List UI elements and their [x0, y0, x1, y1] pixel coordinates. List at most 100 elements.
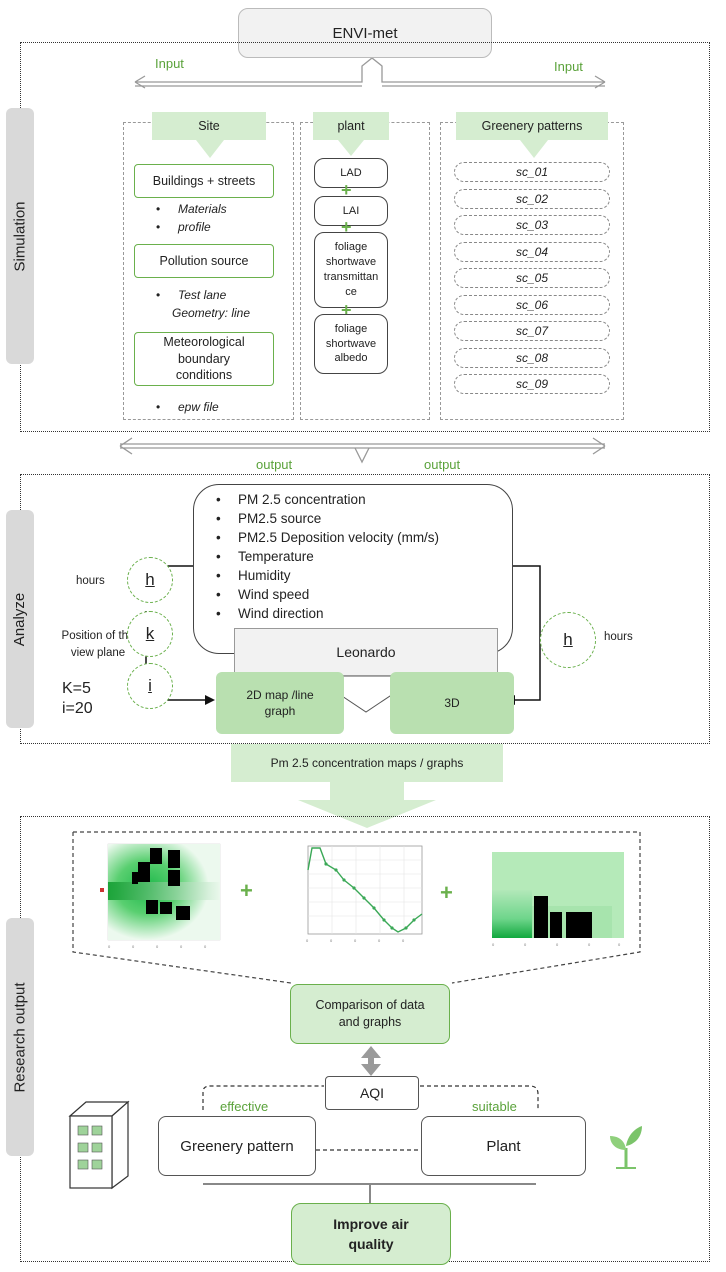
k-value-label: K=5: [62, 680, 91, 697]
h-right-parameter-circle: h: [540, 612, 596, 668]
map2d-box: 2D map /line graph: [216, 672, 344, 734]
aqi-box: AQI: [325, 1076, 419, 1110]
pm-maps-down-arrow: [298, 780, 436, 828]
aqi-label: AQI: [359, 1085, 385, 1101]
scenario-item: sc_03: [454, 215, 610, 235]
list-item: PM2.5 source: [208, 509, 439, 528]
lad-box: LAD: [314, 158, 388, 188]
improve-box: Improve air quality: [291, 1203, 451, 1265]
svg-text:0: 0: [402, 938, 405, 943]
list-item: PM2.5 Deposition velocity (mm/s): [208, 528, 439, 547]
plant-label: Plant: [486, 1137, 521, 1155]
output-double-arrow: [119, 437, 606, 464]
buildings-items: Materials profile: [150, 200, 227, 236]
h-parameter-circle: h: [127, 557, 173, 603]
plus-icon: +: [240, 878, 253, 903]
map3d-label: 3D: [444, 696, 460, 710]
input-double-arrow: [134, 57, 606, 89]
output-right-label: output: [424, 457, 461, 472]
k-parameter-label: k: [145, 624, 155, 643]
i-value-label: i=20: [62, 700, 93, 717]
list-item: Wind direction: [208, 604, 439, 623]
buildings-streets-box: Buildings + streets: [134, 164, 274, 198]
site-header-arrow: [196, 140, 224, 158]
albedo-label: foliage shortwave albedo: [325, 322, 377, 365]
i-parameter-label: i: [148, 676, 152, 695]
pollution-source-label: Pollution source: [159, 253, 249, 268]
svg-text:0: 0: [108, 944, 111, 949]
svg-text:0: 0: [180, 944, 183, 949]
effective-label: effective: [220, 1099, 269, 1114]
aqi-arrow: [361, 1046, 381, 1076]
improve-label: Improve air quality: [333, 1216, 409, 1252]
pm-maps-box: Pm 2.5 concentration maps / graphs: [231, 744, 503, 782]
envi-met-title: ENVI-met: [332, 24, 398, 42]
scenario-item: sc_06: [454, 294, 610, 315]
epw-items: epw file: [150, 398, 219, 416]
map2d-label: 2D map /line graph: [246, 688, 314, 718]
simulation-label: Simulation: [11, 200, 29, 272]
envi-met-box: ENVI-met: [238, 8, 492, 58]
h-right-parameter-label: h: [563, 630, 573, 649]
leonardo-label: Leonardo: [336, 644, 396, 660]
plus-icon: +: [341, 300, 352, 320]
leonardo-box: Leonardo: [234, 628, 498, 676]
position-label: Position of the view plane: [60, 628, 136, 662]
greenery-header-label: Greenery patterns: [481, 119, 583, 133]
svg-text:0: 0: [330, 938, 333, 943]
svg-text:0: 0: [156, 944, 159, 949]
svg-text:0: 0: [306, 938, 309, 943]
plus-icon: +: [341, 217, 352, 237]
position-label-text: Position of the view plane: [61, 630, 135, 659]
scenario-item: sc_07: [454, 321, 610, 341]
list-item: Wind speed: [208, 585, 439, 604]
pm-maps-label: Pm 2.5 concentration maps / graphs: [270, 756, 464, 770]
lai-label: LAI: [342, 204, 360, 217]
plant-box: Plant: [421, 1116, 586, 1176]
plant-header: plant: [313, 112, 389, 140]
scenario-item: sc_08: [454, 347, 610, 368]
site-header-label: Site: [198, 119, 220, 133]
greenery-header-arrow: [520, 140, 548, 158]
improve-bracket: [203, 1183, 536, 1203]
effective-suitable-bracket: [202, 1085, 539, 1110]
greenery-header: Greenery patterns: [456, 112, 608, 140]
greenery-pattern-box: Greenery pattern: [158, 1116, 316, 1176]
buildings-streets-label: Buildings + streets: [152, 173, 256, 188]
plant-header-arrow: [338, 140, 364, 156]
input-right-label: Input: [554, 59, 583, 74]
comparison-label: Comparison of data and graphs: [315, 998, 425, 1029]
list-item: Materials: [150, 200, 227, 218]
scenario-item: sc_09: [454, 374, 610, 394]
pollution-details: • Test lane Geometry: line: [150, 286, 250, 322]
sprout-icon: [610, 1126, 642, 1169]
meteorological-label: Meteorological boundary conditions: [163, 334, 245, 383]
meteorological-box: Meteorological boundary conditions: [134, 332, 274, 386]
list-item: Humidity: [208, 566, 439, 585]
list-item: PM 2.5 concentration: [208, 490, 439, 509]
geometry-label: Geometry: line: [172, 306, 251, 320]
test-lane-label: Test lane: [178, 288, 227, 302]
svg-text:0: 0: [492, 942, 495, 947]
building-icon: [68, 1100, 130, 1190]
svg-text:0: 0: [556, 942, 559, 947]
svg-text:0: 0: [354, 938, 357, 943]
output-left-label: output: [256, 457, 293, 472]
scenario-item: sc_05: [454, 268, 610, 288]
svg-text:0: 0: [524, 942, 527, 947]
k-parameter-circle: k: [127, 611, 173, 657]
site-header: Site: [152, 112, 266, 140]
simulation-tab: Simulation: [6, 108, 34, 364]
hours-right-label: hours: [604, 631, 633, 643]
analyze-tab: Analyze: [6, 510, 34, 728]
scenario-item: sc_04: [454, 241, 610, 262]
research-label: Research output: [11, 981, 29, 1093]
h-parameter-label: h: [145, 570, 155, 589]
svg-text:0: 0: [618, 942, 621, 947]
svg-text:0: 0: [132, 944, 135, 949]
svg-text:0: 0: [378, 938, 381, 943]
list-item: epw file: [150, 398, 219, 416]
comparison-box: Comparison of data and graphs: [290, 984, 450, 1044]
